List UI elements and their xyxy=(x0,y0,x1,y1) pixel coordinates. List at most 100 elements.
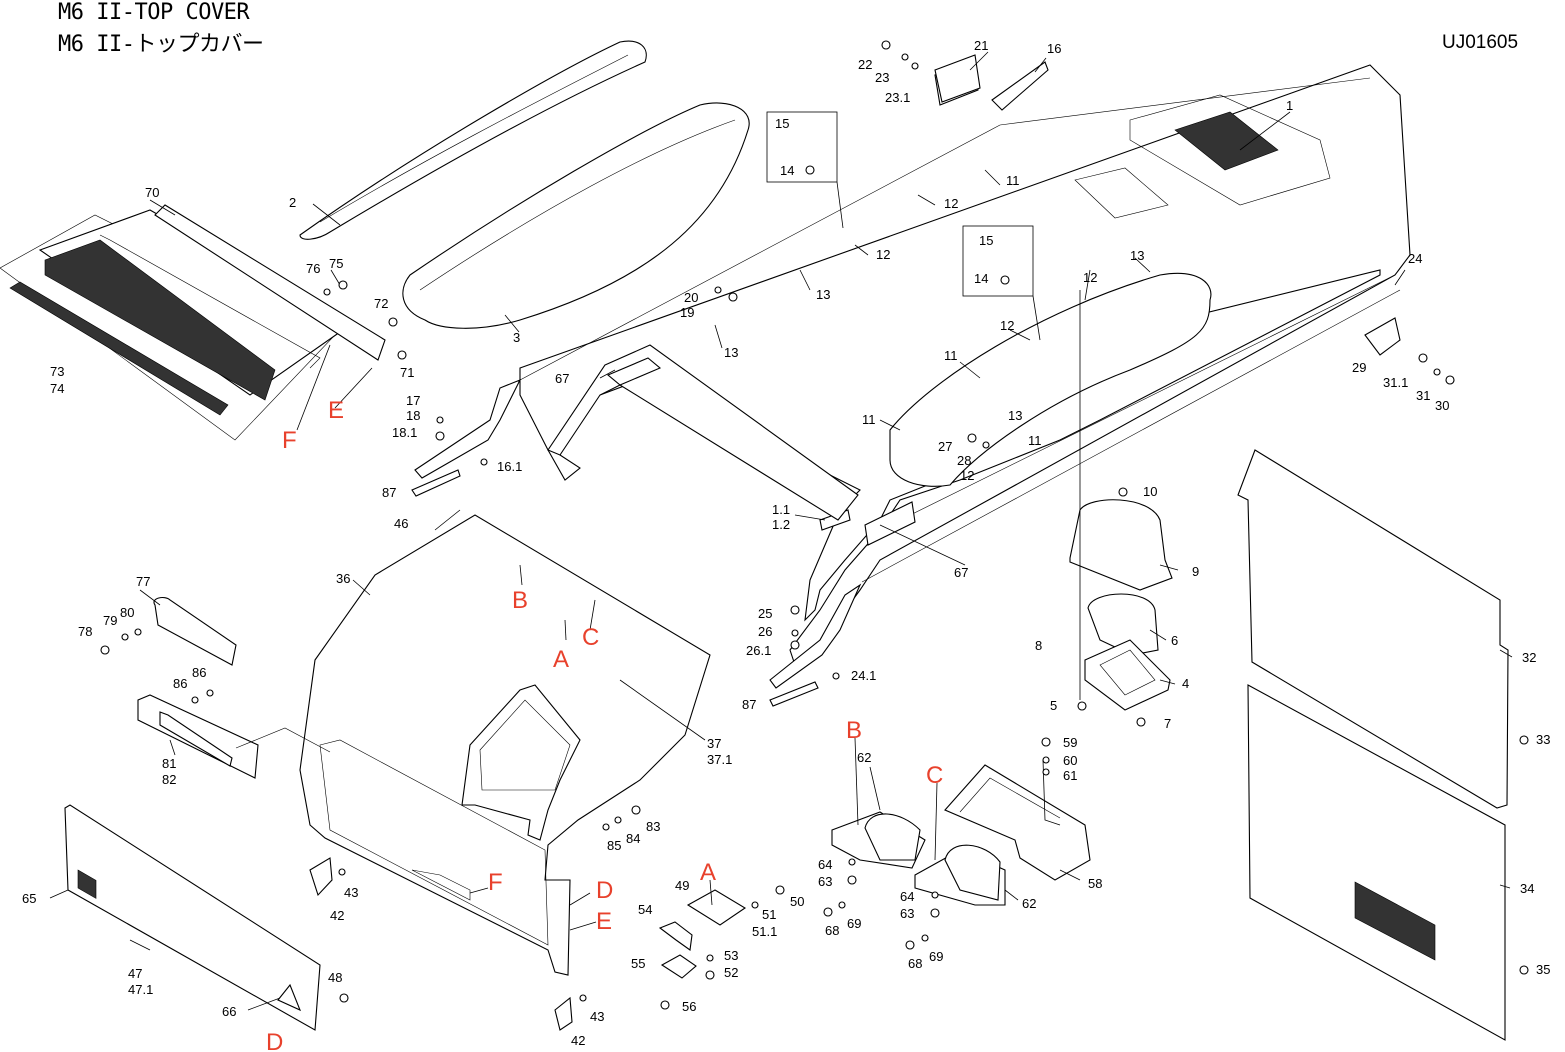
label-part-29: 29 xyxy=(1352,360,1366,375)
label-part-26: 26 xyxy=(758,624,772,639)
ref-letter-d-panel: D xyxy=(596,877,613,904)
part-70-74-grille-assembly xyxy=(0,204,386,441)
label-part-16: 16 xyxy=(1047,41,1061,56)
label-part-11b: 11 xyxy=(944,348,958,363)
label-part-19: 19 xyxy=(680,305,694,320)
label-part-63b: 63 xyxy=(900,906,914,921)
label-part-14b: 14 xyxy=(974,271,988,286)
label-part-64a: 64 xyxy=(818,857,832,872)
label-part-69a: 69 xyxy=(847,916,861,931)
part-55-latch xyxy=(660,954,697,979)
label-part-23-1: 23.1 xyxy=(885,90,910,105)
label-part-73: 73 xyxy=(50,364,64,379)
label-part-67b: 67 xyxy=(954,565,968,580)
part-21-bracket xyxy=(934,54,981,103)
title-english: M6 II-TOP COVER xyxy=(58,0,250,25)
label-part-47: 47 xyxy=(128,966,142,981)
label-part-27: 27 xyxy=(938,439,952,454)
label-part-86a: 86 xyxy=(192,665,206,680)
label-part-30: 30 xyxy=(1435,398,1449,413)
label-part-12d: 12 xyxy=(1000,318,1014,333)
inset-box-14-15-lower xyxy=(962,225,1034,297)
label-part-46: 46 xyxy=(394,516,408,531)
ref-letter-b-detail: B xyxy=(846,717,862,744)
label-part-32: 32 xyxy=(1522,650,1536,665)
label-part-17: 17 xyxy=(406,393,420,408)
ref-letter-b-panel: B xyxy=(512,587,528,614)
label-part-86b: 86 xyxy=(173,676,187,691)
label-part-28: 28 xyxy=(957,453,971,468)
label-part-54: 54 xyxy=(638,902,652,917)
label-part-37-1: 37.1 xyxy=(707,752,732,767)
part-49-bracket xyxy=(686,889,747,926)
label-part-13d: 13 xyxy=(1008,408,1022,423)
label-part-74: 74 xyxy=(50,381,64,396)
label-part-1-1: 1.1 xyxy=(772,502,790,517)
label-part-49: 49 xyxy=(675,878,689,893)
drawing-code: UJ01605 xyxy=(1442,32,1519,53)
label-part-24: 24 xyxy=(1408,251,1422,266)
part-29-bracket xyxy=(1364,317,1401,356)
label-part-4: 4 xyxy=(1182,676,1189,691)
label-part-8: 8 xyxy=(1035,638,1042,653)
label-part-71: 71 xyxy=(400,365,414,380)
label-part-83: 83 xyxy=(646,819,660,834)
fasteners xyxy=(100,40,1529,1010)
label-part-15a: 15 xyxy=(775,116,789,131)
part-6-latch xyxy=(1087,593,1159,656)
label-part-69b: 69 xyxy=(929,949,943,964)
label-part-25: 25 xyxy=(758,606,772,621)
label-part-43b: 43 xyxy=(590,1009,604,1024)
label-part-34: 34 xyxy=(1520,881,1534,896)
label-part-1: 1 xyxy=(1286,98,1293,113)
ref-letter-e-grille: E xyxy=(328,397,344,424)
label-part-82: 82 xyxy=(162,772,176,787)
label-part-47-1: 47.1 xyxy=(128,982,153,997)
label-part-68b: 68 xyxy=(908,956,922,971)
part-number-labels: 1 1.1 1.2 2 3 4 5 6 7 8 9 10 11 11 11 11… xyxy=(22,38,1550,1048)
label-part-80: 80 xyxy=(120,605,134,620)
label-part-12e: 12 xyxy=(960,468,974,483)
label-part-13a: 13 xyxy=(816,287,830,302)
title-japanese: M6 II-トップカバー xyxy=(58,32,264,57)
label-part-62a: 62 xyxy=(857,750,871,765)
part-58-tray xyxy=(944,764,1091,881)
part-87-bracket-left xyxy=(411,378,522,497)
label-part-56: 56 xyxy=(682,999,696,1014)
ref-letter-a-panel: A xyxy=(553,646,569,673)
label-part-14a: 14 xyxy=(780,163,794,178)
ref-letter-f-grille: F xyxy=(282,427,297,454)
part-77-bar xyxy=(153,596,237,666)
label-part-63a: 63 xyxy=(818,874,832,889)
label-part-16-1: 16.1 xyxy=(497,459,522,474)
label-part-68a: 68 xyxy=(825,923,839,938)
part-67-inner-panel xyxy=(547,344,859,521)
part-42-hinge-upper xyxy=(309,857,333,897)
ref-letter-f-panel: F xyxy=(488,869,503,896)
label-part-35: 35 xyxy=(1536,962,1550,977)
label-part-78: 78 xyxy=(78,624,92,639)
part-34-side-panel xyxy=(1247,684,1506,1041)
part-65-lower-plate xyxy=(64,804,321,1031)
label-part-11c: 11 xyxy=(862,412,876,427)
label-part-12a: 12 xyxy=(944,196,958,211)
label-part-77: 77 xyxy=(136,574,150,589)
leader-lines xyxy=(49,51,1513,1011)
label-part-72: 72 xyxy=(374,296,388,311)
part-62-hinge-c xyxy=(914,844,1006,906)
label-part-22: 22 xyxy=(858,57,872,72)
label-part-87a: 87 xyxy=(382,485,396,500)
part-81-rail xyxy=(137,694,259,779)
label-part-10: 10 xyxy=(1143,484,1157,499)
label-part-81: 81 xyxy=(162,756,176,771)
label-part-67a: 67 xyxy=(555,371,569,386)
reference-letters: A A B B C C D D E E F F xyxy=(266,397,943,1052)
label-part-12c: 12 xyxy=(1083,270,1097,285)
label-part-6: 6 xyxy=(1171,633,1178,648)
label-part-75: 75 xyxy=(329,256,343,271)
label-part-42b: 42 xyxy=(571,1033,585,1048)
label-part-24-1: 24.1 xyxy=(851,668,876,683)
part-2-top-strip xyxy=(299,40,647,240)
label-part-7: 7 xyxy=(1164,716,1171,731)
